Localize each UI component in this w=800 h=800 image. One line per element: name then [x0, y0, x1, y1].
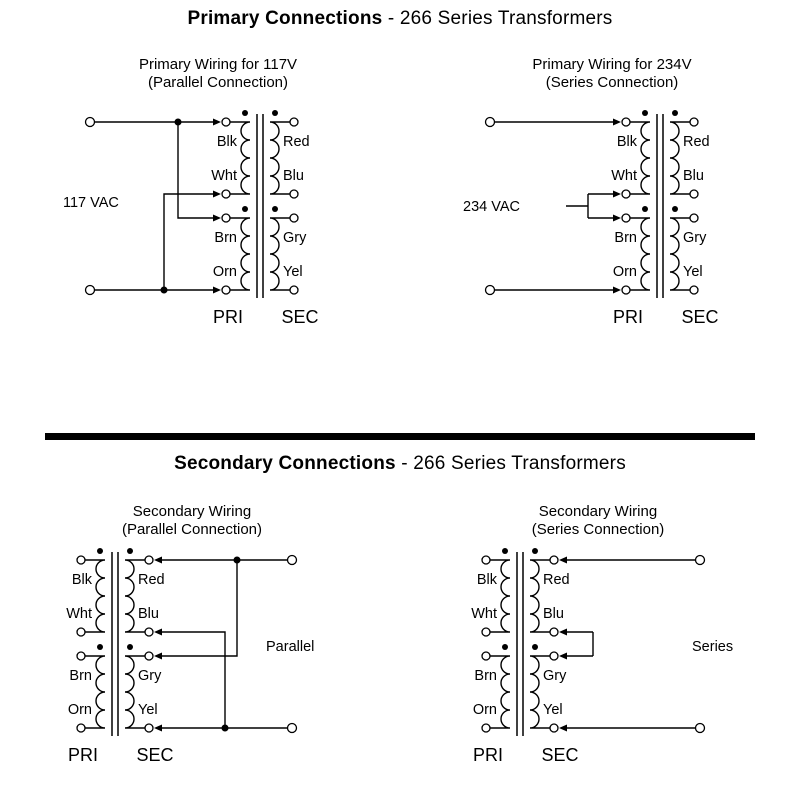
- wire-series-jumper: [566, 193, 613, 219]
- primary-section-title-bold: Primary Connections: [187, 8, 383, 29]
- winding-label-wht: Wht: [66, 606, 92, 622]
- sec-label: SEC: [541, 745, 578, 765]
- wire-jumper-to-blu: [162, 631, 226, 728]
- winding-label-yel: Yel: [683, 264, 703, 280]
- winding-label-gry: Gry: [283, 230, 307, 246]
- winding-label-blk: Blk: [477, 572, 498, 588]
- sec-label: SEC: [281, 307, 318, 327]
- title-primary-series-line2: (Series Connection): [545, 74, 679, 91]
- diagram-primary-series: Blk Wht Brn Orn Red Blu Gry Yel PRI SEC …: [463, 109, 719, 327]
- winding-label-gry: Gry: [543, 668, 567, 684]
- arrowhead: [213, 118, 221, 126]
- winding-label-red: Red: [138, 572, 165, 588]
- arrowhead: [613, 118, 621, 126]
- voltage-label: 234 VAC: [463, 199, 520, 215]
- winding-label-orn: Orn: [68, 702, 92, 718]
- winding-label-blu: Blu: [138, 606, 159, 622]
- winding-label-red: Red: [283, 134, 310, 150]
- arrowhead: [613, 214, 621, 222]
- arrowhead: [559, 628, 567, 636]
- winding-label-orn: Orn: [473, 702, 497, 718]
- winding-label-red: Red: [543, 572, 570, 588]
- title-primary-parallel-line1: Primary Wiring for 117V: [138, 56, 298, 73]
- winding-label-yel: Yel: [283, 264, 303, 280]
- winding-label-wht: Wht: [211, 168, 237, 184]
- winding-label-blk: Blk: [217, 134, 238, 150]
- winding-label-gry: Gry: [138, 668, 162, 684]
- winding-label-blu: Blu: [283, 168, 304, 184]
- arrowhead: [154, 652, 162, 660]
- title-secondary-parallel: Secondary Wiring (Parallel Connection): [42, 503, 342, 539]
- wire-jumper-to-gry: [162, 560, 238, 657]
- arrowhead: [613, 190, 621, 198]
- output-terminal: [694, 722, 706, 734]
- winding-label-orn: Orn: [213, 264, 237, 280]
- arrowhead: [213, 214, 221, 222]
- secondary-section-title-rest: - 266 Series Transformers: [395, 453, 626, 474]
- winding-label-wht: Wht: [611, 168, 637, 184]
- winding-label-orn: Orn: [613, 264, 637, 280]
- diagram-secondary-parallel: Blk Wht Brn Orn Red Blu Gry Yel PRI SEC …: [66, 547, 314, 765]
- winding-label-yel: Yel: [138, 702, 158, 718]
- winding-label-wht: Wht: [471, 606, 497, 622]
- arrowhead: [154, 556, 162, 564]
- winding-label-blk: Blk: [72, 572, 93, 588]
- winding-label-blu: Blu: [683, 168, 704, 184]
- primary-section-title-rest: - 266 Series Transformers: [382, 8, 613, 29]
- connection-label: Series: [692, 639, 733, 655]
- input-terminal: [84, 116, 96, 128]
- pri-label: PRI: [68, 745, 98, 765]
- pri-label: PRI: [473, 745, 503, 765]
- section-divider: [45, 433, 755, 440]
- arrowhead: [213, 286, 221, 294]
- winding-label-brn: Brn: [214, 230, 237, 246]
- arrowhead: [154, 724, 162, 732]
- arrowhead: [613, 286, 621, 294]
- arrowhead: [559, 556, 567, 564]
- winding-label-blk: Blk: [617, 134, 638, 150]
- sec-label: SEC: [681, 307, 718, 327]
- input-terminal: [84, 284, 96, 296]
- output-terminal: [694, 554, 706, 566]
- winding-label-red: Red: [683, 134, 710, 150]
- arrowhead: [559, 652, 567, 660]
- secondary-section-title-bold: Secondary Connections: [174, 453, 396, 474]
- output-terminal: [286, 722, 298, 734]
- title-secondary-parallel-line1: Secondary Wiring: [132, 503, 252, 520]
- title-secondary-parallel-line2: (Parallel Connection): [121, 521, 263, 538]
- diagram-secondary-series: Blk Wht Brn Orn Red Blu Gry Yel PRI SEC …: [471, 547, 733, 765]
- title-primary-parallel-line2: (Parallel Connection): [147, 74, 289, 91]
- pri-label: PRI: [213, 307, 243, 327]
- winding-label-gry: Gry: [683, 230, 707, 246]
- winding-label-brn: Brn: [474, 668, 497, 684]
- winding-label-blu: Blu: [543, 606, 564, 622]
- title-primary-parallel: Primary Wiring for 117V (Parallel Connec…: [68, 56, 368, 92]
- arrowhead: [213, 190, 221, 198]
- title-primary-series-line1: Primary Wiring for 234V: [532, 56, 692, 73]
- winding-label-brn: Brn: [614, 230, 637, 246]
- wire-series-jumper: [567, 631, 594, 657]
- pri-label: PRI: [613, 307, 643, 327]
- winding-label-yel: Yel: [543, 702, 563, 718]
- input-terminal: [484, 284, 496, 296]
- secondary-section-title: Secondary Connections - 266 Series Trans…: [0, 453, 800, 475]
- connection-label: Parallel: [266, 639, 314, 655]
- arrowhead: [559, 724, 567, 732]
- wire-jumper-to-wht: [163, 193, 213, 290]
- sec-label: SEC: [136, 745, 173, 765]
- output-terminal: [286, 554, 298, 566]
- diagram-primary-parallel: Blk Wht Brn Orn Red Blu Gry Yel PRI SEC …: [63, 109, 319, 327]
- title-primary-series: Primary Wiring for 234V (Series Connecti…: [462, 56, 762, 92]
- title-secondary-series-line1: Secondary Wiring: [538, 503, 658, 520]
- title-secondary-series-line2: (Series Connection): [531, 521, 665, 538]
- title-secondary-series: Secondary Wiring (Series Connection): [448, 503, 748, 539]
- winding-label-brn: Brn: [69, 668, 92, 684]
- input-terminal: [484, 116, 496, 128]
- voltage-label: 117 VAC: [63, 195, 119, 211]
- arrowhead: [154, 628, 162, 636]
- wire-jumper-to-brn: [177, 122, 213, 219]
- primary-section-title: Primary Connections - 266 Series Transfo…: [0, 8, 800, 30]
